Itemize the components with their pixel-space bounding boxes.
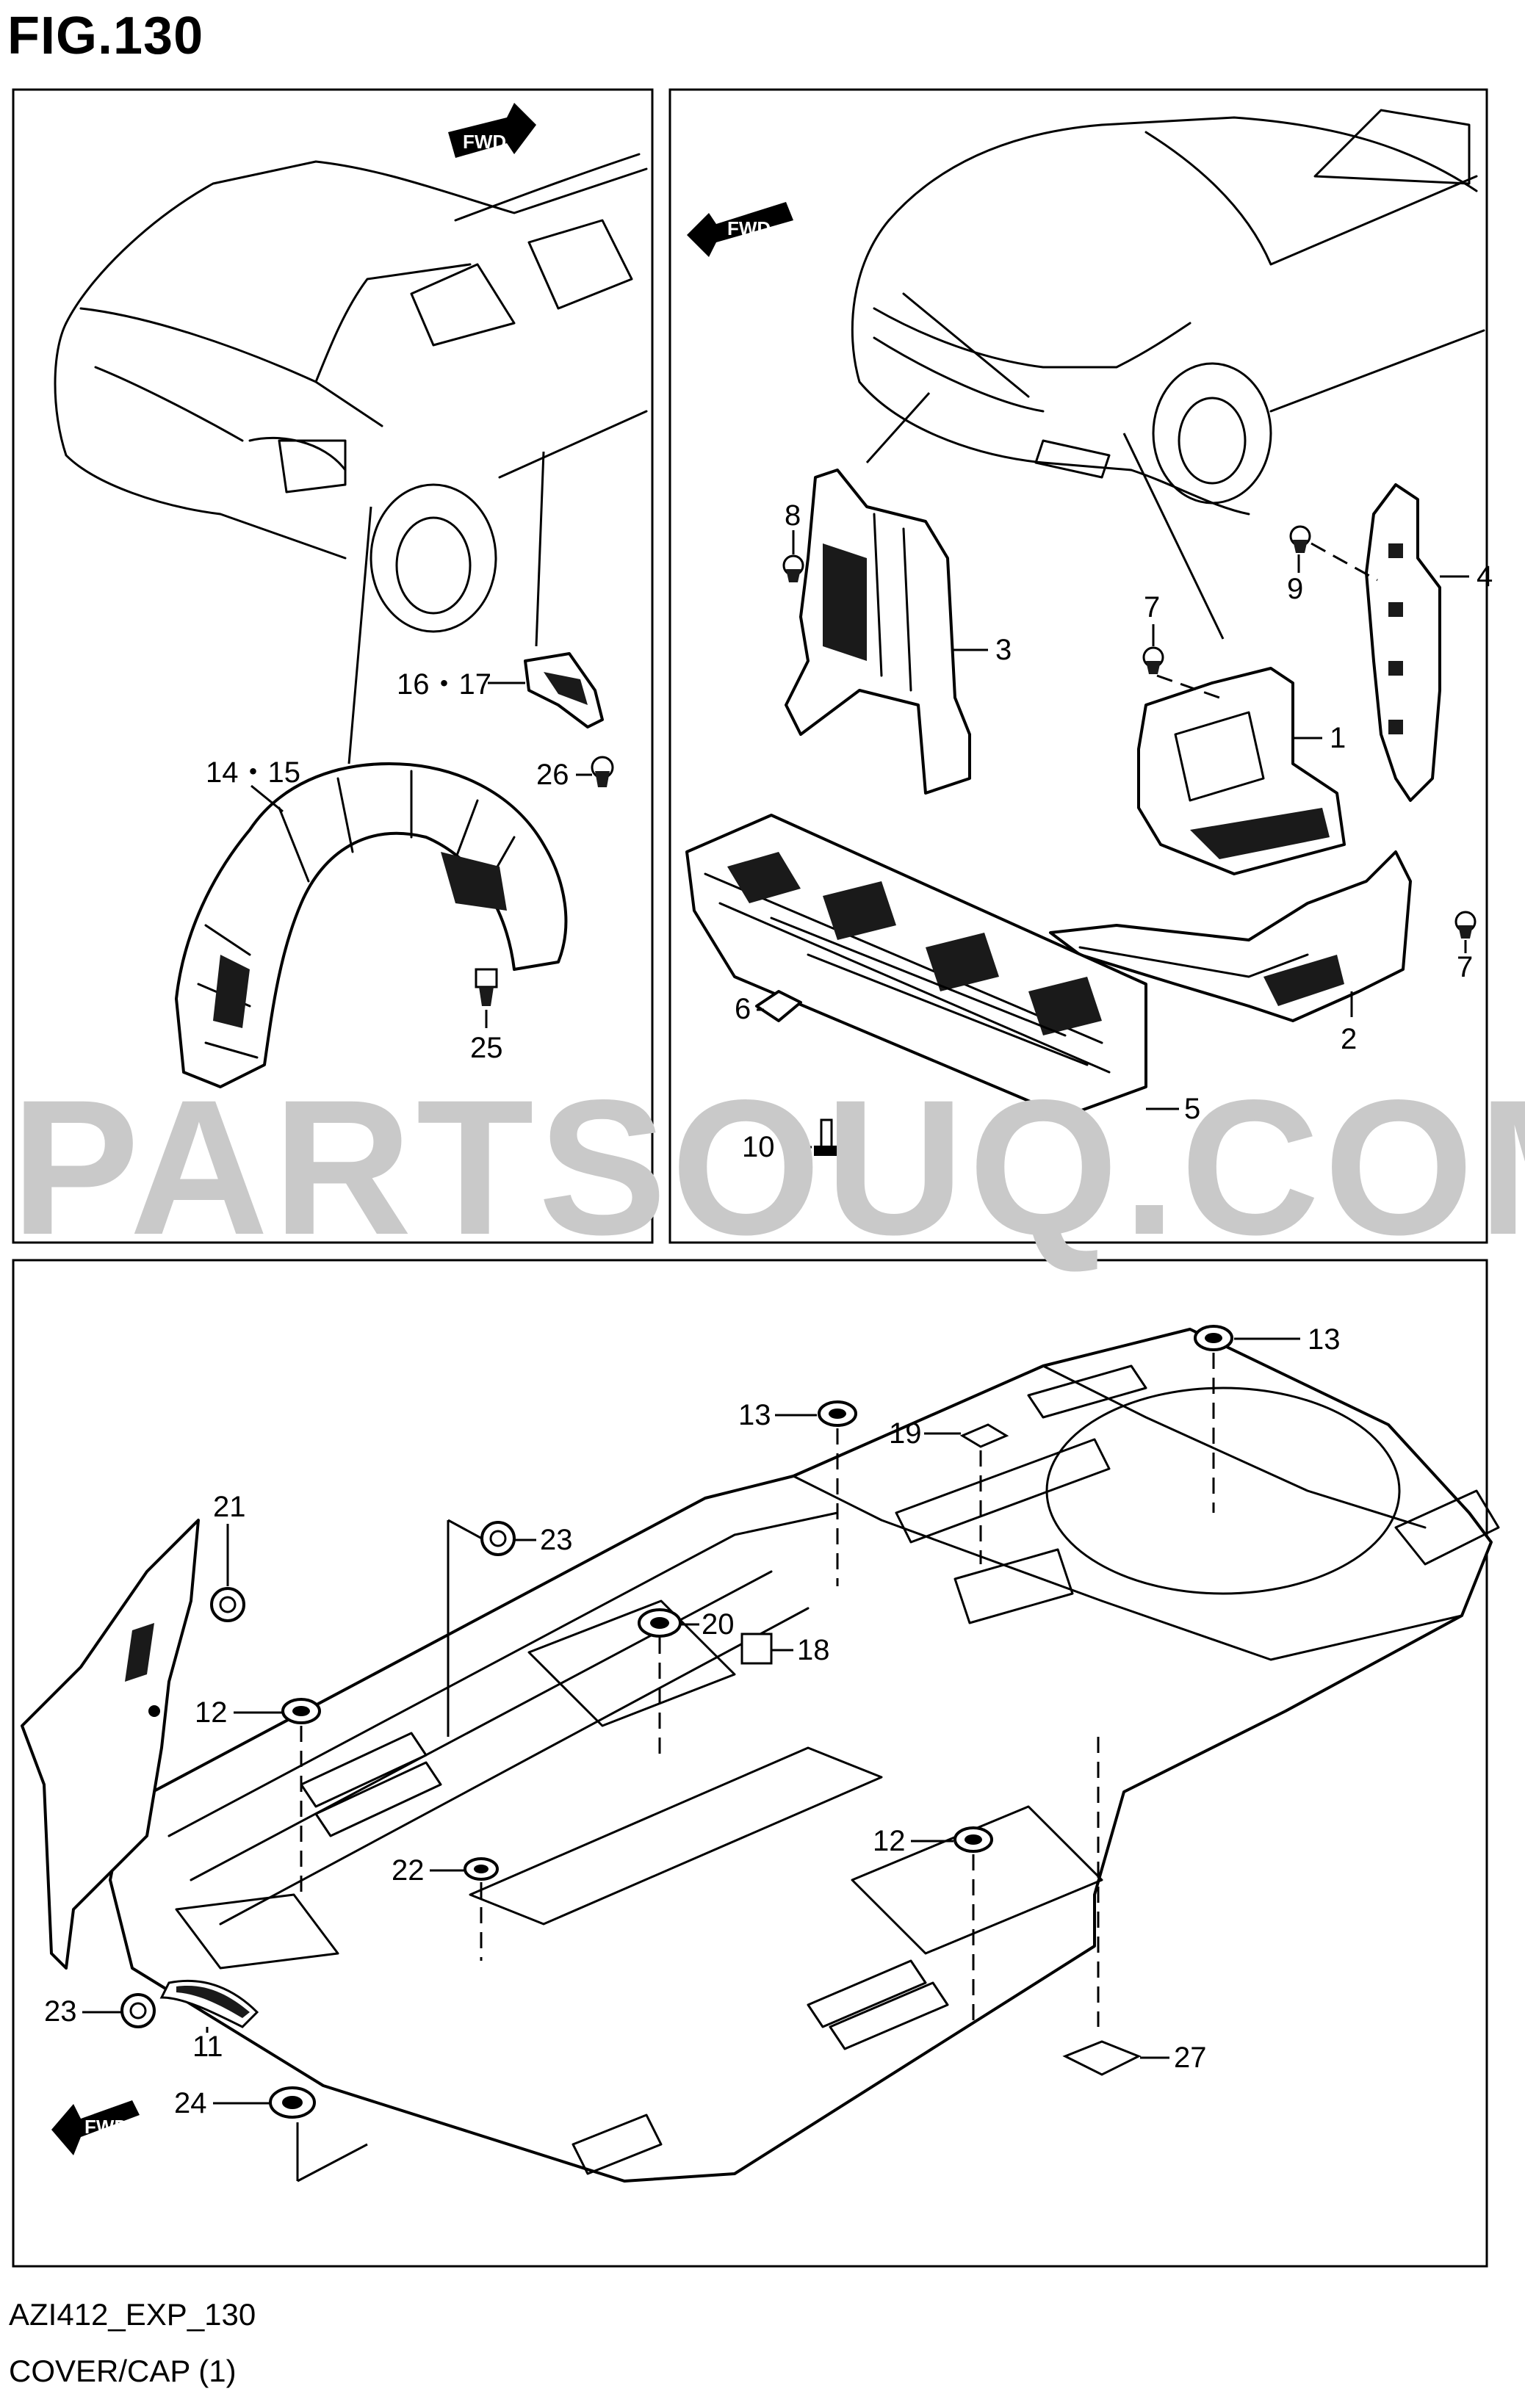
screw-9 <box>1289 525 1311 553</box>
callout-11: 11 <box>192 2031 223 2063</box>
callout-5: 5 <box>1184 1093 1200 1125</box>
callout-16-17: 16・17 <box>397 668 491 701</box>
fwd-arrow-top-left: FWD <box>448 103 536 158</box>
callout-25: 25 <box>470 1032 503 1064</box>
side-panel-left <box>21 1519 200 1970</box>
car-outline-left <box>54 153 648 633</box>
cap-23-upper <box>480 1521 516 1556</box>
callout-7-upper: 7 <box>1144 591 1160 623</box>
plug-11 <box>159 1979 259 2028</box>
floor-under-cover <box>109 1328 1500 2183</box>
callout-6: 6 <box>735 993 751 1025</box>
front-cover-1 <box>1137 667 1346 875</box>
bracket-16-17 <box>524 652 604 728</box>
callout-2: 2 <box>1341 1023 1357 1055</box>
grommet-12-right <box>953 1826 993 1853</box>
callout-22: 22 <box>392 1854 425 1887</box>
watermark: PARTSOUQ.COM <box>11 1060 1525 1275</box>
callout-24: 24 <box>174 2087 207 2119</box>
fwd-arrow-bottom: FWD <box>51 2100 140 2155</box>
callout-8: 8 <box>785 499 801 532</box>
screw-7-upper <box>1142 646 1164 674</box>
callout-10: 10 <box>742 1131 775 1163</box>
callout-23-upper: 23 <box>540 1524 573 1556</box>
diagram-subtitle: COVER/CAP (1) <box>9 2354 237 2388</box>
panel-bottom-frame <box>12 1259 1488 2268</box>
svg-text:FWD: FWD <box>84 2116 128 2138</box>
callout-26: 26 <box>536 759 569 791</box>
callout-9: 9 <box>1287 573 1303 605</box>
grommet-13-right <box>1194 1325 1233 1351</box>
clip-26 <box>591 756 614 787</box>
callout-14-15: 14・15 <box>206 756 300 789</box>
grommet-22 <box>464 1857 499 1881</box>
pad-27 <box>1062 2040 1142 2076</box>
callout-19: 19 <box>889 1417 922 1450</box>
lower-cover-2 <box>1049 850 1412 1022</box>
pad-19 <box>959 1423 1009 1448</box>
callout-13-right: 13 <box>1308 1323 1341 1356</box>
callout-3: 3 <box>995 634 1012 666</box>
grommet-12-left <box>281 1698 321 1724</box>
bolt-10 <box>814 1118 839 1156</box>
screw-8 <box>782 554 804 582</box>
side-cover-3 <box>785 469 971 795</box>
wheel-liner-14-15 <box>175 762 568 1088</box>
side-cover-4 <box>1365 483 1441 802</box>
grommet-13-center <box>818 1400 857 1427</box>
grommet-24 <box>269 2086 316 2119</box>
callout-27: 27 <box>1174 2042 1207 2074</box>
callout-21: 21 <box>213 1491 246 1523</box>
grommet-20 <box>638 1608 682 1638</box>
under-cover-5 <box>685 814 1147 1118</box>
cap-21 <box>210 1587 245 1622</box>
car-outline-right <box>851 109 1485 516</box>
callout-4: 4 <box>1477 560 1493 593</box>
callout-13-center: 13 <box>738 1399 771 1431</box>
svg-text:FWD: FWD <box>727 217 771 239</box>
panel-top-left-frame <box>12 88 654 1244</box>
clip-25 <box>475 968 498 1006</box>
callout-12-right: 12 <box>873 1825 906 1857</box>
diagram-code: AZI412_EXP_130 <box>9 2297 256 2332</box>
callout-7-lower: 7 <box>1457 951 1473 983</box>
pad-18 <box>740 1633 773 1665</box>
callout-18: 18 <box>797 1634 830 1666</box>
svg-text:FWD: FWD <box>463 131 506 153</box>
callout-23-lower: 23 <box>44 1995 77 2028</box>
screw-7-lower <box>1454 911 1477 939</box>
fwd-arrow-top-right: FWD <box>687 202 793 257</box>
callout-1: 1 <box>1330 722 1346 754</box>
nut-6 <box>755 990 802 1022</box>
callout-12-left: 12 <box>195 1696 228 1729</box>
panel-top-right-frame <box>668 88 1488 1244</box>
figure-title: FIG.130 <box>7 7 204 65</box>
callout-20: 20 <box>702 1608 735 1641</box>
cap-23-lower <box>120 1993 156 2028</box>
